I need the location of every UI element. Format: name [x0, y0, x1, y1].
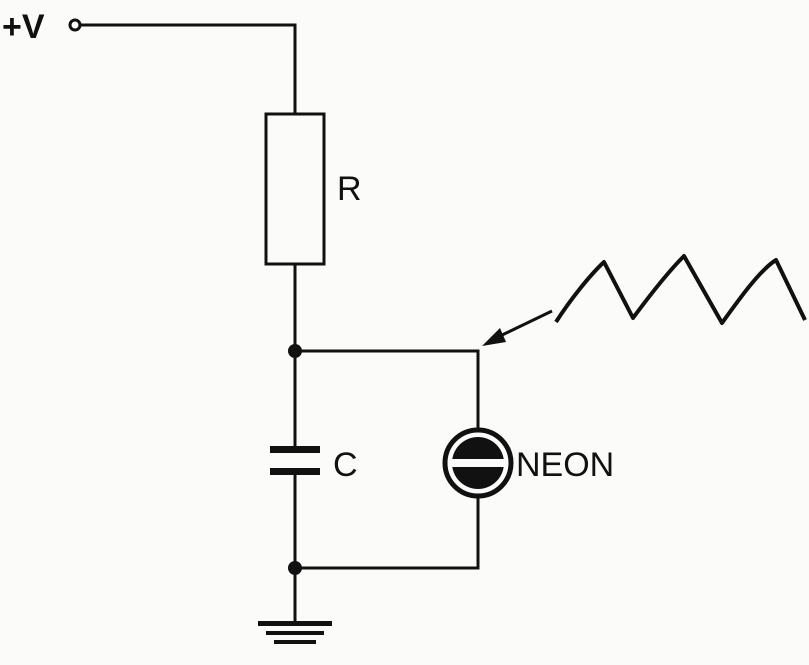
bottom-branch-wire: [293, 494, 480, 570]
capacitor-icon: [270, 446, 320, 475]
arrow-icon: [482, 309, 553, 346]
capacitor-label: C: [333, 446, 358, 484]
top-branch-wire: [293, 349, 480, 438]
ground-icon: [258, 621, 332, 644]
sawtooth-waveform-icon: [554, 254, 807, 325]
supply-wire: [78, 23, 297, 116]
lamp-label: NEON: [516, 446, 614, 484]
resistor-icon: [264, 112, 326, 266]
resistor-label: R: [337, 170, 362, 208]
supply-label: +V: [2, 8, 45, 46]
neon-lamp-icon: [442, 427, 514, 499]
